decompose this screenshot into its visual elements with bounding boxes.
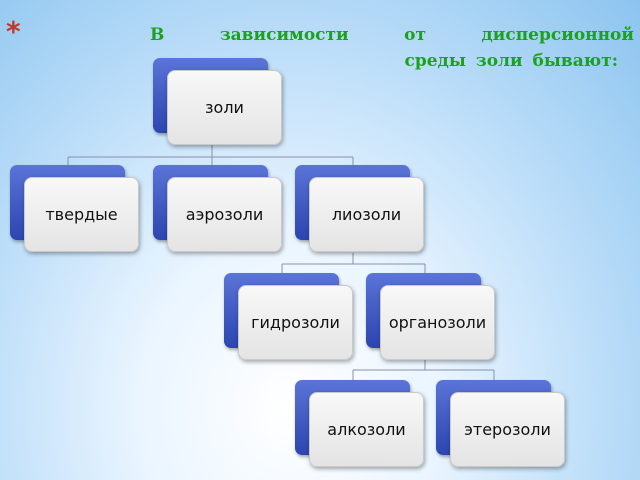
bullet-mark: * — [6, 15, 21, 48]
node-root-card: золи — [167, 70, 282, 145]
node-level1-0-card: твердые — [24, 177, 139, 252]
title-line-1: В зависимости от дисперсионной — [150, 25, 634, 45]
node-level3-1-label: этерозоли — [464, 419, 551, 439]
slide-title: В зависимости от дисперсионной среды зол… — [150, 22, 634, 74]
node-level1-2-label: лиозоли — [331, 204, 402, 224]
node-level3-0-label: алкозоли — [327, 419, 406, 439]
node-level1-2-card: лиозоли — [309, 177, 424, 252]
node-level1-1-card: аэрозоли — [167, 177, 282, 252]
node-level1-0-label: твердые — [45, 204, 118, 224]
node-level3-0-card: алкозоли — [309, 392, 424, 467]
node-level2-1-card: органозоли — [380, 285, 495, 360]
node-level2-0-label: гидрозоли — [251, 312, 340, 332]
node-root-label: золи — [205, 97, 244, 117]
node-level3-1-card: этерозоли — [450, 392, 565, 467]
node-level2-1-label: органозоли — [388, 312, 487, 332]
node-level2-0-card: гидрозоли — [238, 285, 353, 360]
title-line-2: среды золи бывают: — [404, 51, 619, 71]
node-level1-1-label: аэрозоли — [185, 204, 264, 224]
